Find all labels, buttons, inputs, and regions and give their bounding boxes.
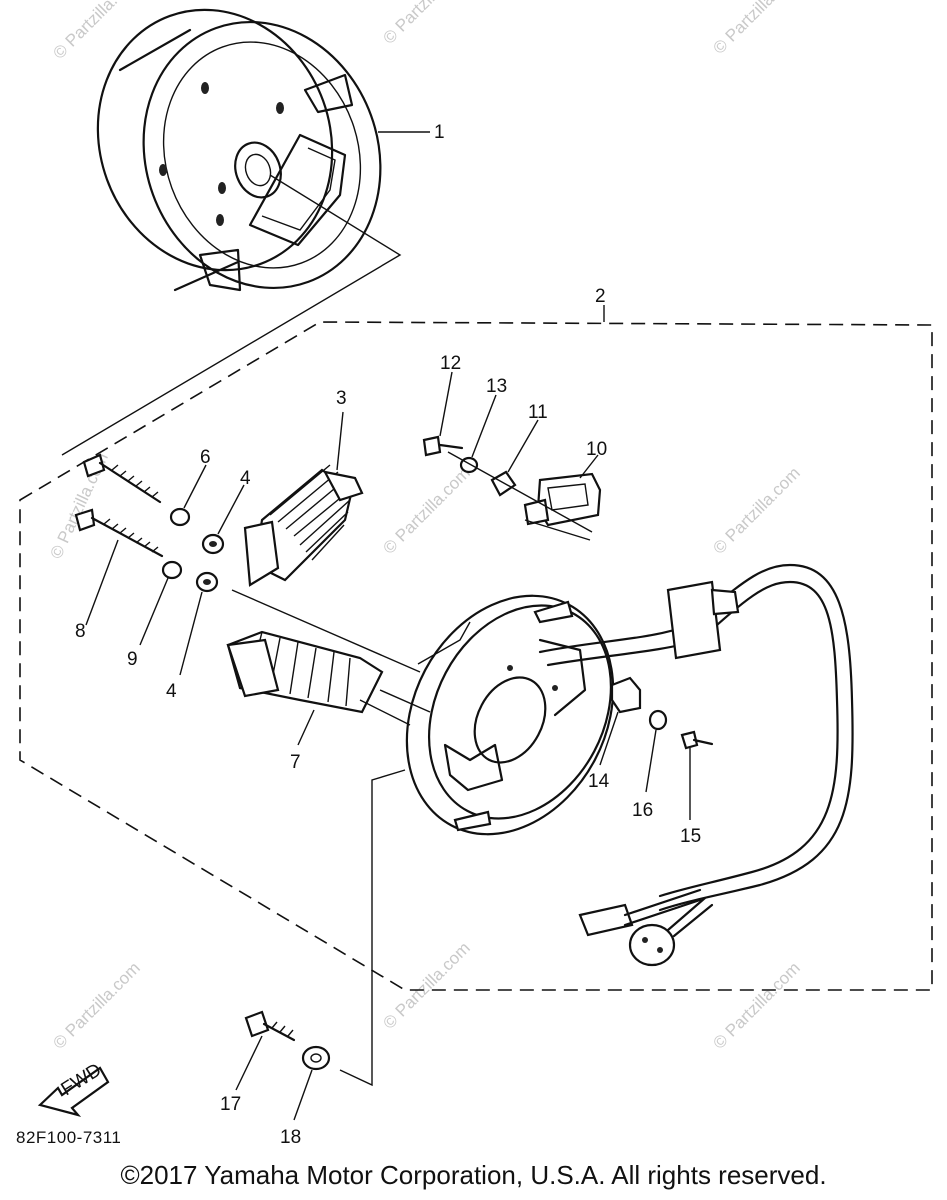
callout-2: 2 <box>595 286 606 307</box>
contact-breaker <box>523 454 602 527</box>
collar-lower <box>179 571 219 676</box>
source-coil <box>243 411 364 587</box>
callout-17: 17 <box>220 1094 241 1115</box>
callout-8: 8 <box>75 621 86 642</box>
callout-11: 11 <box>528 402 548 423</box>
breaker-leader-lines <box>447 451 593 541</box>
lead-clamp <box>599 676 642 766</box>
watermark: © Partzilla.com <box>709 0 803 58</box>
stator-base-plate <box>231 589 615 836</box>
watermark: © Partzilla.com <box>379 938 473 1032</box>
callout-14: 14 <box>588 771 610 792</box>
watermark: © Partzilla.com <box>709 958 803 1052</box>
wiring-harness <box>538 563 854 967</box>
watermark: © Partzilla.com <box>49 0 143 63</box>
stator-assembly-boundary <box>19 305 933 991</box>
washer-6 <box>169 464 207 527</box>
charge-coil <box>226 630 384 746</box>
screw-15 <box>680 730 714 820</box>
washer-13 <box>459 394 497 474</box>
callout-4-upper: 4 <box>240 468 251 489</box>
watermark: © Partzilla.com <box>379 463 473 557</box>
callout-16: 16 <box>632 800 653 821</box>
callout-18: 18 <box>280 1127 301 1148</box>
forward-arrow-icon: FWD <box>37 1060 110 1117</box>
bolt-17 <box>235 1010 296 1091</box>
collar-upper <box>201 484 245 555</box>
diagram-code: 82F100-7311 <box>16 1128 122 1147</box>
watermark: © Partzilla.com <box>49 958 143 1052</box>
callout-7: 7 <box>290 752 301 773</box>
screw-8 <box>74 453 164 626</box>
callout-labels: 1 2 3 4 4 6 8 9 7 10 11 12 13 14 16 15 1… <box>75 122 701 1148</box>
washer-18 <box>293 769 406 1121</box>
callout-1: 1 <box>434 122 445 143</box>
washer-16 <box>645 709 668 793</box>
callout-4-lower: 4 <box>166 681 177 702</box>
callout-10: 10 <box>586 439 607 460</box>
washer-9 <box>139 560 183 646</box>
callout-9: 9 <box>127 649 138 670</box>
callout-12: 12 <box>440 353 461 374</box>
screw-12 <box>422 371 464 457</box>
callout-3: 3 <box>336 388 347 409</box>
copyright-notice: ©2017 Yamaha Motor Corporation, U.S.A. A… <box>120 1160 827 1190</box>
flywheel-rotor <box>61 8 430 456</box>
watermark: © Partzilla.com <box>379 0 473 48</box>
watermark-layer: © Partzilla.com © Partzilla.com © Partzi… <box>46 0 803 1053</box>
callout-13: 13 <box>486 376 507 397</box>
callout-6: 6 <box>200 447 211 468</box>
callout-15: 15 <box>680 826 701 847</box>
clip-11 <box>490 419 539 497</box>
watermark: © Partzilla.com <box>709 463 803 557</box>
